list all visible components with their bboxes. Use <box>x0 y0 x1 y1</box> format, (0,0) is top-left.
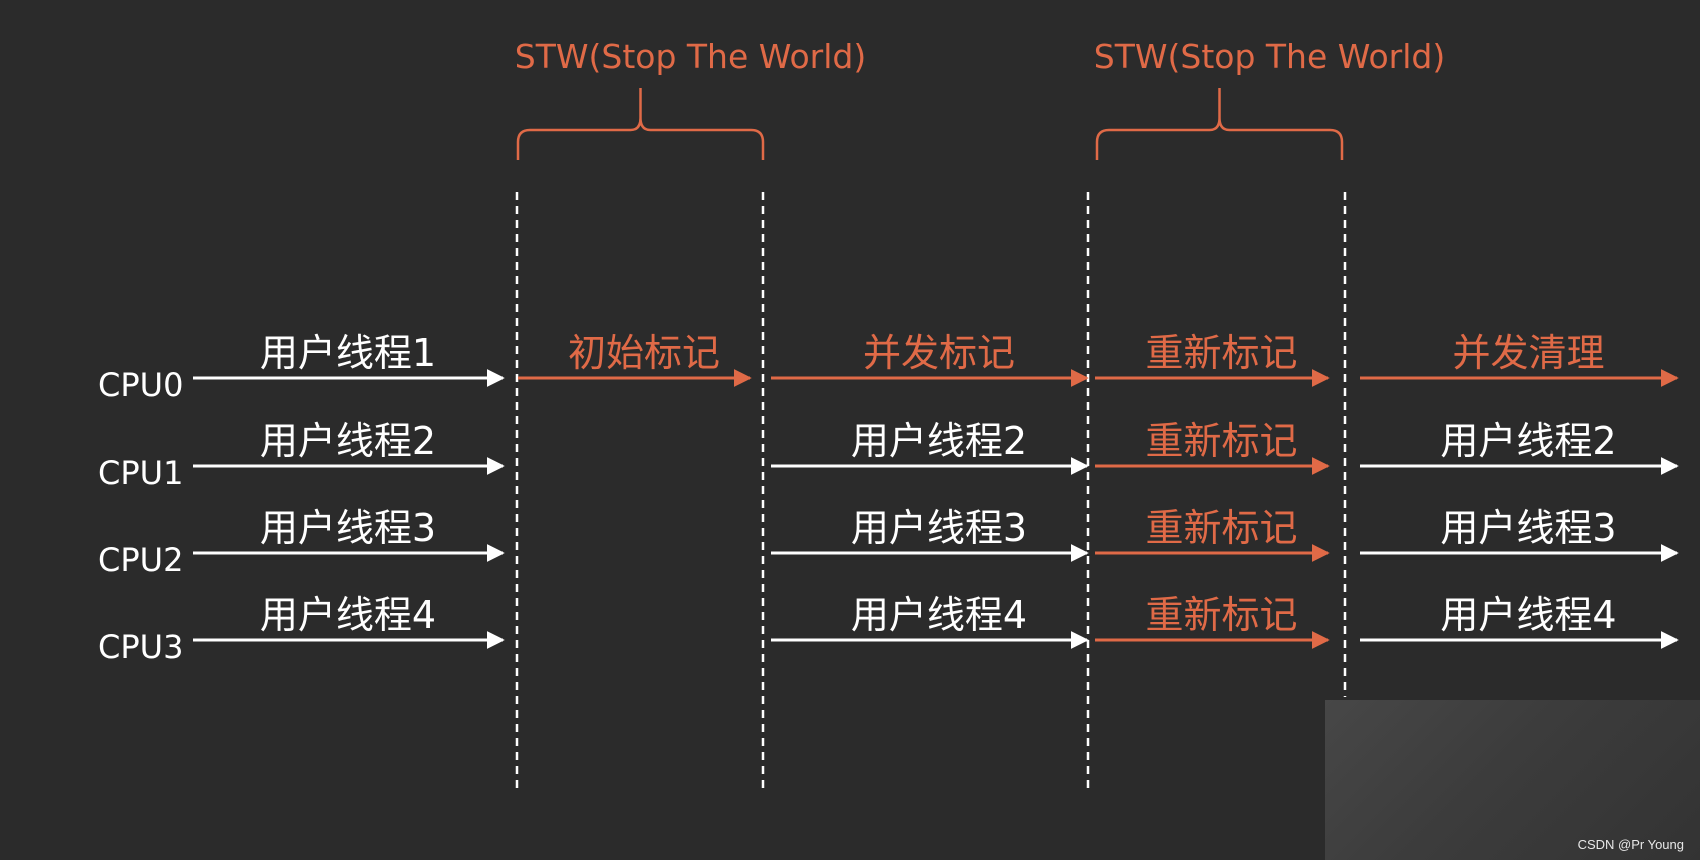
cpu-label: CPU1 <box>98 454 183 492</box>
thread-label: 用户线程1 <box>260 331 436 375</box>
stw-label: STW(Stop The World) <box>515 37 866 76</box>
stw-brace <box>1095 88 1344 160</box>
stw-brace <box>516 88 765 160</box>
webcam-overlay <box>1325 700 1700 860</box>
cpu-label: CPU3 <box>98 628 183 666</box>
thread-label: 用户线程3 <box>851 506 1027 550</box>
thread-label: 用户线程2 <box>260 419 436 463</box>
thread-label: 并发清理 <box>1452 331 1604 375</box>
stw-braces <box>516 88 1344 160</box>
watermark: CSDN @Pr Young <box>1577 837 1684 852</box>
thread-arrows <box>193 369 1679 649</box>
guide-lines <box>515 192 1347 792</box>
thread-label: 重新标记 <box>1145 593 1297 637</box>
thread-label: 重新标记 <box>1145 419 1297 463</box>
thread-label: 重新标记 <box>1145 506 1297 550</box>
thread-label: 用户线程4 <box>260 593 436 637</box>
thread-label: 用户线程2 <box>1440 419 1616 463</box>
thread-label: 并发标记 <box>863 331 1015 375</box>
thread-label: 用户线程2 <box>851 419 1027 463</box>
thread-label: 重新标记 <box>1145 331 1297 375</box>
thread-label: 初始标记 <box>568 331 720 375</box>
diagram-labels: STW(Stop The World) STW(Stop The World) CP… <box>98 37 1617 666</box>
cpu-label: CPU2 <box>98 541 183 579</box>
stw-label: STW(Stop The World) <box>1094 37 1445 76</box>
thread-label: 用户线程4 <box>851 593 1027 637</box>
thread-label: 用户线程3 <box>260 506 436 550</box>
cpu-label: CPU0 <box>98 366 183 404</box>
thread-label: 用户线程3 <box>1440 506 1616 550</box>
thread-label: 用户线程4 <box>1440 593 1616 637</box>
